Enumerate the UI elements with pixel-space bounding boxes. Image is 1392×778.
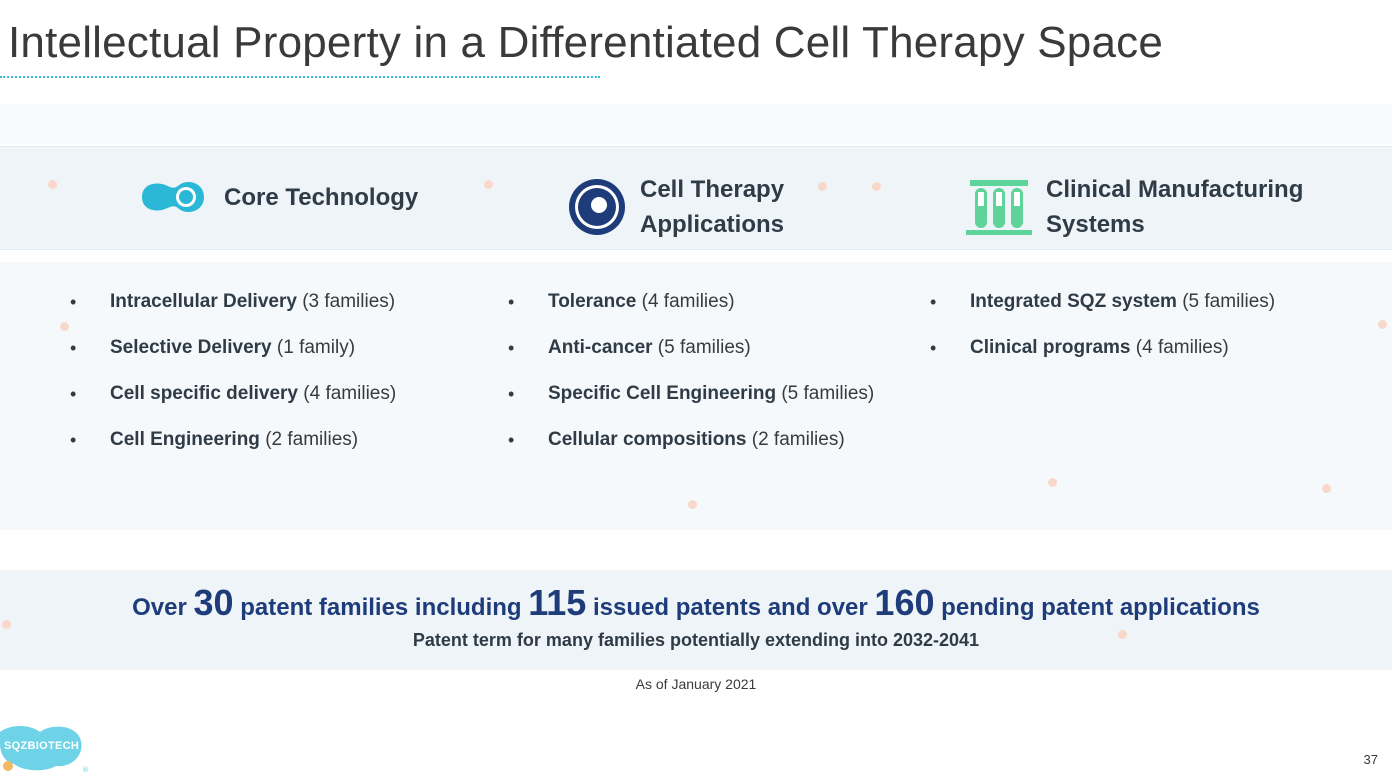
decor-dot [60,322,69,331]
issued-patents-count: 115 [528,582,587,623]
decor-dot [1048,478,1057,487]
list-item: • Cell Engineering (2 families) [70,427,396,473]
background-band [0,104,1392,144]
bullet: • [508,384,515,404]
decor-dot [688,500,697,509]
clinical-manufacturing-list: • Integrated SQZ system (5 families) • Cli… [930,289,1275,381]
decor-dot [1322,484,1331,493]
item-title: Clinical programs [970,337,1131,358]
summary-band [0,570,1392,670]
bullet: • [930,338,937,358]
column-header-label-line2: Applications [640,211,785,238]
item-count: (3 families) [296,291,396,312]
summary-text: issued patents and over [586,594,875,621]
item-count: (4 families) [636,291,735,312]
title-underline [0,76,600,78]
item-title: Anti-cancer [548,337,653,358]
columns-body-band [0,262,1392,530]
cell-icon [569,179,625,235]
list-item: • Selective Delivery (1 family) [70,335,396,381]
item-count: (4 families) [298,383,397,404]
list-item: • Clinical programs (4 families) [930,335,1275,381]
cell-therapy-applications-list: • Tolerance (4 families) • Anti-cancer (5 … [508,289,874,473]
patent-families-count: 30 [193,582,234,623]
column-header-label-line1: Cell Therapy [640,176,785,203]
item-title: Cellular compositions [548,429,747,450]
item-title: Selective Delivery [110,337,272,358]
bullet: • [508,292,515,312]
column-header-label-line2: Systems [1046,211,1145,238]
list-item: • Cellular compositions (2 families) [508,427,874,473]
list-item: • Integrated SQZ system (5 families) [930,289,1275,335]
decor-dot [48,180,57,189]
decor-dot [818,182,827,191]
list-item: • Anti-cancer (5 families) [508,335,874,381]
decor-dot [1118,630,1127,639]
decor-dot [872,182,881,191]
column-header-label: Core Technology [224,183,419,211]
summary-text: Over [132,594,194,621]
column-header-label-line1: Clinical Manufacturing [1046,176,1304,203]
logo-text: SQZBIOTECH [4,740,80,752]
column-header-clinical-manufacturing: Clinical Manufacturing Systems [966,172,1303,242]
item-title: Cell specific delivery [110,383,298,404]
as-of-date: As of January 2021 [635,676,757,692]
svg-text:®: ® [82,766,89,774]
item-count: (4 families) [1130,337,1229,358]
patent-term-note: Patent term for many families potentiall… [412,630,980,650]
item-title: Tolerance [548,291,637,312]
test-tubes-icon [966,180,1032,235]
item-title: Intracellular Delivery [110,291,297,312]
bullet: • [70,292,77,312]
item-count: (5 families) [776,383,875,404]
bullet: • [508,430,515,450]
slide-title: Intellectual Property in a Differentiate… [8,18,1164,67]
list-item: • Specific Cell Engineering (5 families) [508,381,874,427]
item-title: Integrated SQZ system [970,291,1177,312]
decor-dot [484,180,493,189]
item-count: (2 families) [259,429,359,450]
bullet: • [70,338,77,358]
list-item: • Cell specific delivery (4 families) [70,381,396,427]
item-title: Cell Engineering [110,429,260,450]
item-count: (2 families) [746,429,845,450]
list-item: • Intracellular Delivery (3 families) [70,289,396,335]
company-logo: ® [0,726,89,774]
item-title: Specific Cell Engineering [548,383,777,404]
core-technology-list: • Intracellular Delivery (3 families) • Se… [70,289,396,473]
pending-applications-count: 160 [874,582,935,623]
core-technology-icon [142,181,204,213]
decor-dot [1378,320,1387,329]
column-header-cell-therapy: Cell Therapy Applications [568,172,784,242]
bullet: • [930,292,937,312]
summary-text: pending patent applications [934,594,1260,621]
summary-text: patent families including [233,594,529,621]
columns-header-band [0,146,1392,250]
bullet: • [70,384,77,404]
decor-dot [2,620,11,629]
bullet: • [70,430,77,450]
item-count: (1 family) [271,337,356,358]
patent-summary: Over 30 patent families including 115 is… [0,582,1392,624]
column-header-core-technology: Core Technology [138,172,418,222]
page-number: 37 [1363,752,1378,767]
bullet: • [508,338,515,358]
list-item: • Tolerance (4 families) [508,289,874,335]
item-count: (5 families) [652,337,751,358]
item-count: (5 families) [1176,291,1276,312]
